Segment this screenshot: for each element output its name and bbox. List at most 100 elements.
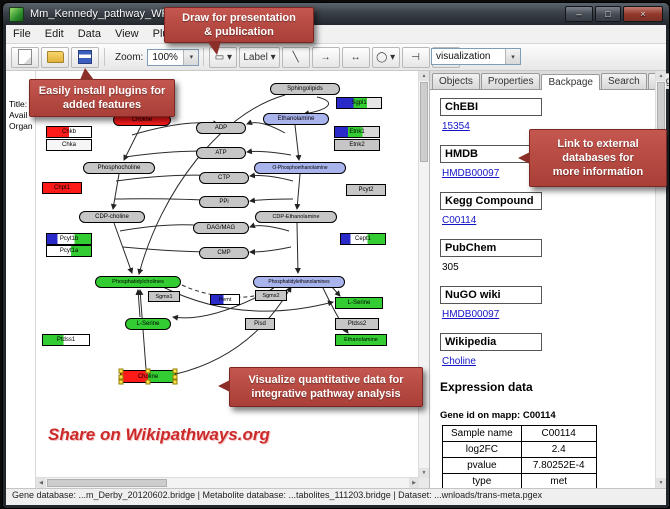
close-button[interactable]: × [623, 6, 663, 22]
database-link[interactable]: 15354 [442, 121, 470, 132]
pathway-node-pisd[interactable]: Pisd [245, 318, 275, 330]
new-pathway-button[interactable] [11, 46, 39, 68]
pathway-node-pemt[interactable]: Pemt [210, 294, 240, 305]
minimize-button[interactable]: – [565, 6, 593, 22]
open-folder-icon [46, 51, 64, 63]
scroll-left-icon[interactable]: ◀ [36, 478, 46, 488]
pathway-edge [322, 287, 349, 334]
pathway-node-cdp-ethanolamine[interactable]: CDP-Ethanolamine [255, 211, 337, 223]
pathway-node-ctp[interactable]: CTP [199, 172, 249, 184]
label-tool-button[interactable]: Label ▾ [239, 46, 280, 68]
pathway-node-sphingolipids[interactable]: Sphingolipids [270, 83, 340, 95]
scroll-up-icon[interactable]: ▲ [419, 71, 429, 81]
menu-file[interactable]: File [13, 28, 31, 40]
database-link[interactable]: HMDB00097 [442, 309, 500, 320]
pathway-node-ptdss1[interactable]: Ptdss1 [42, 334, 90, 346]
callout-text: Easily install plugins for added feature… [38, 84, 166, 111]
pathway-node-ethanolamine[interactable]: Ethanolamine [335, 334, 387, 346]
selection-handle[interactable] [172, 368, 178, 374]
elbow-tool-button[interactable]: ↔ [341, 46, 370, 68]
pathway-node-atp[interactable]: ATP [196, 147, 246, 159]
menu-view[interactable]: View [114, 28, 139, 40]
toolbar-separator [203, 48, 205, 66]
selection-handle[interactable] [172, 374, 178, 379]
save-pathway-button[interactable] [71, 46, 99, 68]
pathway-edge [137, 94, 286, 275]
pathway-node-etnk1[interactable]: Etnk1 [334, 126, 380, 138]
pathway-node-pcyt1b[interactable]: Pcyt1b [46, 233, 92, 245]
table-cell: C00114 [520, 425, 597, 442]
callout-pointer [207, 41, 221, 55]
panel-vertical-scrollbar[interactable]: ▲ ▼ [655, 71, 666, 488]
side-panel-tabs: ObjectsPropertiesBackpageSearchLegend [430, 71, 669, 90]
database-link[interactable]: Choline [442, 356, 476, 367]
selection-handle[interactable] [172, 379, 178, 385]
pathway-node-sgms1[interactable]: Sgms1 [148, 291, 180, 302]
zoom-select[interactable]: 100% ▾ [147, 48, 200, 66]
menu-data[interactable]: Data [77, 28, 101, 40]
scroll-down-icon[interactable]: ▼ [656, 478, 666, 488]
callout-text: Draw for presentation & publication [182, 11, 296, 38]
menu-edit[interactable]: Edit [44, 28, 64, 40]
selection-handle[interactable] [118, 368, 124, 374]
pathway-node-chpt1[interactable]: Chpt1 [42, 182, 82, 194]
pathway-node-chka[interactable]: Chka [46, 139, 92, 151]
pathway-node-l-serine[interactable]: L-Serine [335, 297, 383, 309]
tab-objects[interactable]: Objects [432, 73, 480, 89]
pathway-node-sgms2[interactable]: Sgms2 [255, 290, 287, 301]
zoom-label: Zoom: [115, 51, 144, 63]
selection-handle[interactable] [145, 379, 151, 385]
pathway-node-etnk2[interactable]: Etnk2 [334, 139, 380, 151]
pathway-node-phosphatidylcholines[interactable]: Phosphatidylcholines [95, 276, 181, 288]
pathway-node-l-serine[interactable]: L-Serine [125, 318, 171, 330]
tab-search[interactable]: Search [600, 73, 647, 89]
pathway-node-phosphocholine[interactable]: Phosphocholine [83, 162, 155, 174]
scroll-down-icon[interactable]: ▼ [419, 468, 429, 478]
pathway-node-o-phosphoethanolamine[interactable]: O-Phosphoethanolamine [254, 162, 346, 174]
canvas-vertical-scrollbar[interactable]: ▲ ▼ [418, 71, 429, 478]
pathway-node-ethanolamine[interactable]: Ethanolamine [263, 113, 329, 125]
table-cell: log2FC [442, 441, 522, 458]
visualization-select[interactable]: visualization ▾ [431, 48, 521, 65]
selection-handle[interactable] [145, 368, 151, 374]
pathway-node-pcyt2[interactable]: Pcyt2 [346, 184, 386, 196]
pathway-node-sgpl1[interactable]: Sgpl1 [336, 97, 382, 109]
pathway-node-phosphatidylethanolamines[interactable]: Phosphatidylethanolamines [253, 276, 345, 288]
pathway-node-chkb[interactable]: Chkb [46, 126, 92, 138]
pathway-node-ptdss2[interactable]: Ptdss2 [335, 318, 379, 330]
scrollbar-thumb[interactable] [420, 82, 428, 162]
title-bar[interactable]: Mm_Kennedy_pathway_WP1771_45176.gpml – □… [3, 3, 669, 25]
pathway-node-pcyt1a[interactable]: Pcyt1a [46, 245, 92, 257]
pathway-node-cdp-choline[interactable]: CDP-choline [79, 211, 145, 223]
scroll-right-icon[interactable]: ▶ [409, 478, 419, 488]
scroll-up-icon[interactable]: ▲ [656, 71, 666, 81]
pathway-node-cmp[interactable]: CMP [199, 247, 249, 259]
arrow-tool-button[interactable]: → [311, 46, 340, 68]
tab-properties[interactable]: Properties [480, 73, 541, 89]
tbar-tool-button[interactable]: ⊣ [401, 46, 430, 68]
open-pathway-button[interactable] [41, 46, 69, 68]
callout-text: Link to external databases for more info… [552, 137, 644, 179]
pathway-node-choline[interactable]: Choline [118, 368, 178, 385]
status-bar: Gene database: ...m_Derby_20120602.bridg… [6, 488, 666, 505]
pathway-node-cept1[interactable]: Cept1 [340, 233, 386, 245]
pathway-node-adp[interactable]: ADP [196, 122, 246, 134]
database-link[interactable]: C00114 [442, 215, 477, 226]
shape-tool-button[interactable]: ◯ ▾ [371, 46, 400, 68]
scrollbar-thumb[interactable] [47, 479, 167, 487]
selection-handle[interactable] [118, 379, 124, 385]
database-link[interactable]: HMDB00097 [442, 168, 500, 179]
line-tool-button[interactable]: ╲ [281, 46, 310, 68]
tab-backpage[interactable]: Backpage [541, 74, 600, 90]
pathway-node-dag-mag[interactable]: DAG/MAG [193, 222, 249, 234]
save-disk-icon [78, 50, 92, 64]
maximize-button[interactable]: □ [595, 6, 621, 22]
toolbar-separator [104, 48, 105, 66]
canvas-horizontal-scrollbar[interactable]: ◀ ▶ [36, 477, 419, 488]
selection-handle[interactable] [118, 374, 124, 379]
pathway-node-ppi[interactable]: PPi [199, 196, 249, 208]
